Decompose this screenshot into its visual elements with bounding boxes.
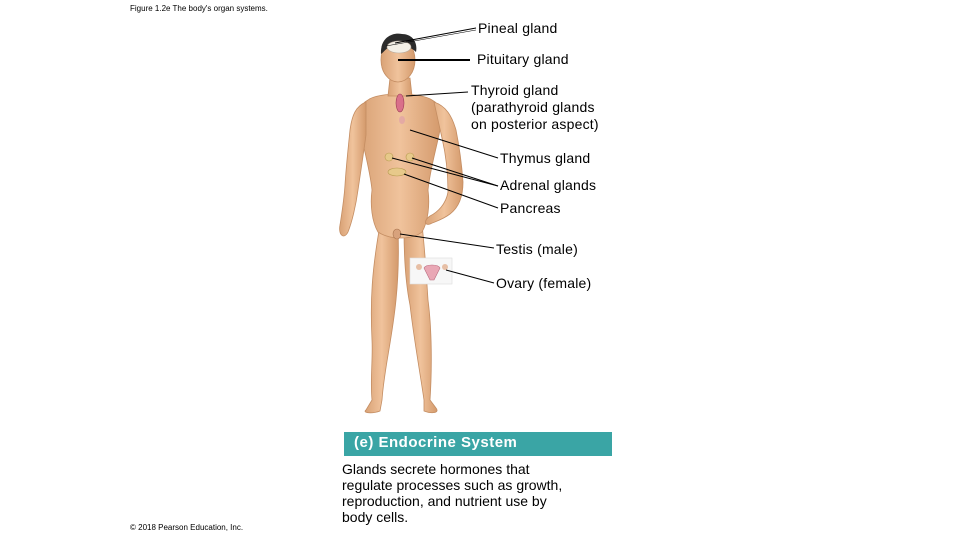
label-thyroid-gland: Thyroid gland (parathyroid glands on pos…: [471, 82, 599, 133]
leader-pancreas: [403, 173, 499, 209]
adrenal-gland-right: [405, 152, 415, 162]
torso: [358, 93, 442, 239]
left-arm: [339, 101, 367, 237]
label-pituitary-gland: Pituitary gland: [477, 51, 569, 67]
description-line: body cells.: [342, 509, 409, 525]
description-line: reproduction, and nutrient use by: [342, 493, 547, 509]
leader-testis: [399, 233, 495, 249]
adrenal-gland-left: [384, 152, 394, 162]
leader-pineal-2: [385, 29, 477, 47]
label-thymus-gland: Thymus gland: [500, 150, 591, 166]
left-leg: [364, 224, 399, 414]
system-title-banner: (e) Endocrine System: [344, 432, 612, 456]
ovary-inset: [409, 257, 453, 285]
leader-lines: [385, 27, 499, 284]
pancreas-organ: [387, 167, 407, 177]
label-adrenal-glands: Adrenal glands: [500, 177, 597, 193]
label-testis: Testis (male): [496, 241, 578, 257]
label-pineal-gland: Pineal gland: [478, 20, 558, 36]
right-arm: [425, 101, 464, 225]
thyroid-gland: [395, 93, 405, 113]
leader-thyroid: [405, 91, 469, 97]
description-line: regulate processes such as growth,: [342, 477, 563, 493]
thymus-gland: [399, 116, 405, 124]
label-thyroid-line-1: Thyroid gland: [471, 82, 559, 98]
testis-organ: [392, 228, 402, 240]
leader-ovary: [445, 269, 495, 284]
system-description: Glands secrete hormones that regulate pr…: [342, 461, 592, 525]
label-thyroid-line-3: on posterior aspect): [471, 116, 599, 132]
label-pancreas: Pancreas: [500, 200, 561, 216]
leader-adrenal-1: [391, 157, 499, 187]
figure-caption: Figure 1.2e The body's organ systems.: [130, 4, 268, 13]
leader-pineal: [394, 27, 477, 44]
copyright-notice: © 2018 Pearson Education, Inc.: [130, 523, 244, 532]
leader-adrenal-2: [411, 157, 499, 187]
label-ovary: Ovary (female): [496, 275, 592, 291]
brain-cutaway: [386, 40, 412, 54]
right-leg: [403, 224, 438, 414]
label-thyroid-line-2: (parathyroid glands: [471, 99, 595, 115]
description-line: Glands secrete hormones that: [342, 461, 530, 477]
leader-thymus: [409, 129, 499, 159]
